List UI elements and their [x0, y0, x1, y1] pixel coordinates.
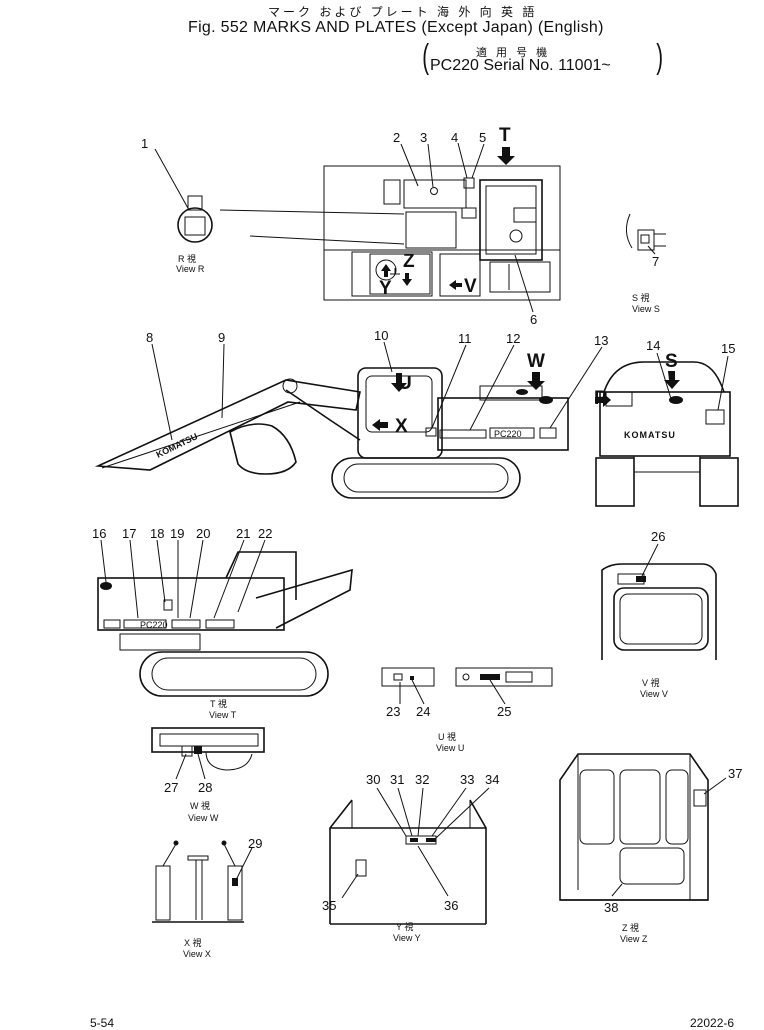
- part-number-1: 1: [141, 136, 148, 151]
- page-number: 5-54: [90, 1016, 115, 1030]
- top-plan-view: T Z Y V: [219, 125, 561, 313]
- komatsu-boom-decal: KOMATSU: [154, 431, 199, 460]
- part-number-20: 20: [196, 526, 210, 541]
- part-number-37: 37: [728, 766, 742, 781]
- view-s-detail: S 視 View S: [626, 213, 666, 314]
- part-number-3: 3: [420, 130, 427, 145]
- part-number-26: 26: [651, 529, 665, 544]
- part-number-17: 17: [122, 526, 136, 541]
- part-number-2: 2: [393, 130, 400, 145]
- part-number-33: 33: [460, 772, 474, 787]
- model-plate-side: PC220: [494, 429, 522, 439]
- serial-applicability: PC220 Serial No. 11001~: [430, 57, 611, 74]
- komatsu-rear-decal: KOMATSU: [624, 430, 676, 440]
- part-number-11: 11: [458, 331, 472, 346]
- part-number-14: 14: [646, 338, 660, 353]
- japanese-title: マーク および プレート 海 外 向 英 語: [268, 5, 538, 19]
- part-number-22: 22: [258, 526, 272, 541]
- part-number-15: 15: [721, 341, 735, 356]
- view-r-jp: R 視: [178, 253, 196, 264]
- view-x-arrow-label: X: [395, 416, 408, 437]
- side-elevation-view: KOMATSU PC220 U X W: [94, 341, 603, 499]
- view-x-detail: X 視 View X: [152, 840, 253, 959]
- view-r-caption: View R: [176, 264, 205, 274]
- view-v-caption: View V: [640, 689, 668, 699]
- view-y-jp: Y 視: [396, 921, 413, 932]
- view-v-arrow-label: V: [464, 276, 477, 297]
- rear-view: KOMATSU R S: [594, 351, 739, 507]
- view-t-detail: PC220 T 視 View T: [97, 539, 353, 720]
- view-y-detail: Y 視 View Y: [329, 787, 490, 943]
- view-r-arrow-label: R: [594, 388, 608, 409]
- figure-title: Fig. 552 MARKS AND PLATES (Except Japan)…: [188, 19, 604, 36]
- view-x-jp: X 視: [184, 937, 202, 948]
- part-number-7: 7: [652, 254, 659, 269]
- view-s-jp: S 視: [632, 292, 650, 303]
- paren-close: ): [656, 38, 664, 76]
- paren-open: (: [422, 38, 430, 76]
- part-number-16: 16: [92, 526, 106, 541]
- part-number-23: 23: [386, 704, 400, 719]
- part-number-35: 35: [322, 898, 336, 913]
- part-number-19: 19: [170, 526, 184, 541]
- view-w-caption: View W: [188, 813, 219, 823]
- view-z-caption: View Z: [620, 934, 648, 944]
- part-number-27: 27: [164, 780, 178, 795]
- part-number-18: 18: [150, 526, 164, 541]
- view-y-arrow-label: Y: [379, 278, 392, 299]
- part-number-28: 28: [198, 780, 212, 795]
- part-number-29: 29: [248, 836, 262, 851]
- part-number-10: 10: [374, 328, 388, 343]
- view-w-arrow-label: W: [527, 351, 545, 372]
- view-t-caption: View T: [209, 710, 237, 720]
- view-u-arrow-label: U: [398, 373, 412, 394]
- view-r-detail: R 視 View R: [154, 148, 213, 274]
- part-number-31: 31: [390, 772, 404, 787]
- view-t-jp: T 視: [210, 698, 227, 709]
- part-number-5: 5: [479, 130, 486, 145]
- japanese-serial-label: 適 用 号 機: [476, 47, 551, 59]
- part-number-8: 8: [146, 330, 153, 345]
- view-z-jp: Z 視: [622, 922, 639, 933]
- part-number-callouts: 1 2 3 4 5 6 7 8 9 10 11 12 13 14 15 16 1…: [92, 130, 742, 915]
- view-x-caption: View X: [183, 949, 211, 959]
- part-number-30: 30: [366, 772, 380, 787]
- view-u-jp: U 視: [438, 731, 456, 742]
- part-number-25: 25: [497, 704, 511, 719]
- part-number-24: 24: [416, 704, 430, 719]
- part-number-12: 12: [506, 331, 520, 346]
- view-v-jp: V 視: [642, 677, 660, 688]
- view-s-caption: View S: [632, 304, 660, 314]
- part-number-38: 38: [604, 900, 618, 915]
- view-u-detail: U 視 View U: [381, 667, 553, 753]
- part-number-36: 36: [444, 898, 458, 913]
- view-z-detail: Z 視 View Z: [559, 753, 727, 944]
- view-s-arrow-label: S: [665, 351, 678, 372]
- view-u-caption: View U: [436, 743, 464, 753]
- view-v-detail: V 視 View V: [601, 543, 717, 699]
- part-number-13: 13: [594, 333, 608, 348]
- view-w-jp: W 視: [190, 800, 210, 811]
- view-y-caption: View Y: [393, 933, 421, 943]
- part-number-4: 4: [451, 130, 458, 145]
- view-w-detail: W 視 View W: [151, 727, 265, 823]
- part-number-32: 32: [415, 772, 429, 787]
- part-number-21: 21: [236, 526, 250, 541]
- part-number-9: 9: [218, 330, 225, 345]
- drawing-code: 22022-6: [690, 1016, 735, 1030]
- view-z-arrow-label: Z: [403, 251, 415, 272]
- part-number-34: 34: [485, 772, 499, 787]
- part-number-6: 6: [530, 312, 537, 327]
- view-t-arrow-label: T: [499, 125, 511, 146]
- model-plate-t: PC220: [140, 620, 168, 630]
